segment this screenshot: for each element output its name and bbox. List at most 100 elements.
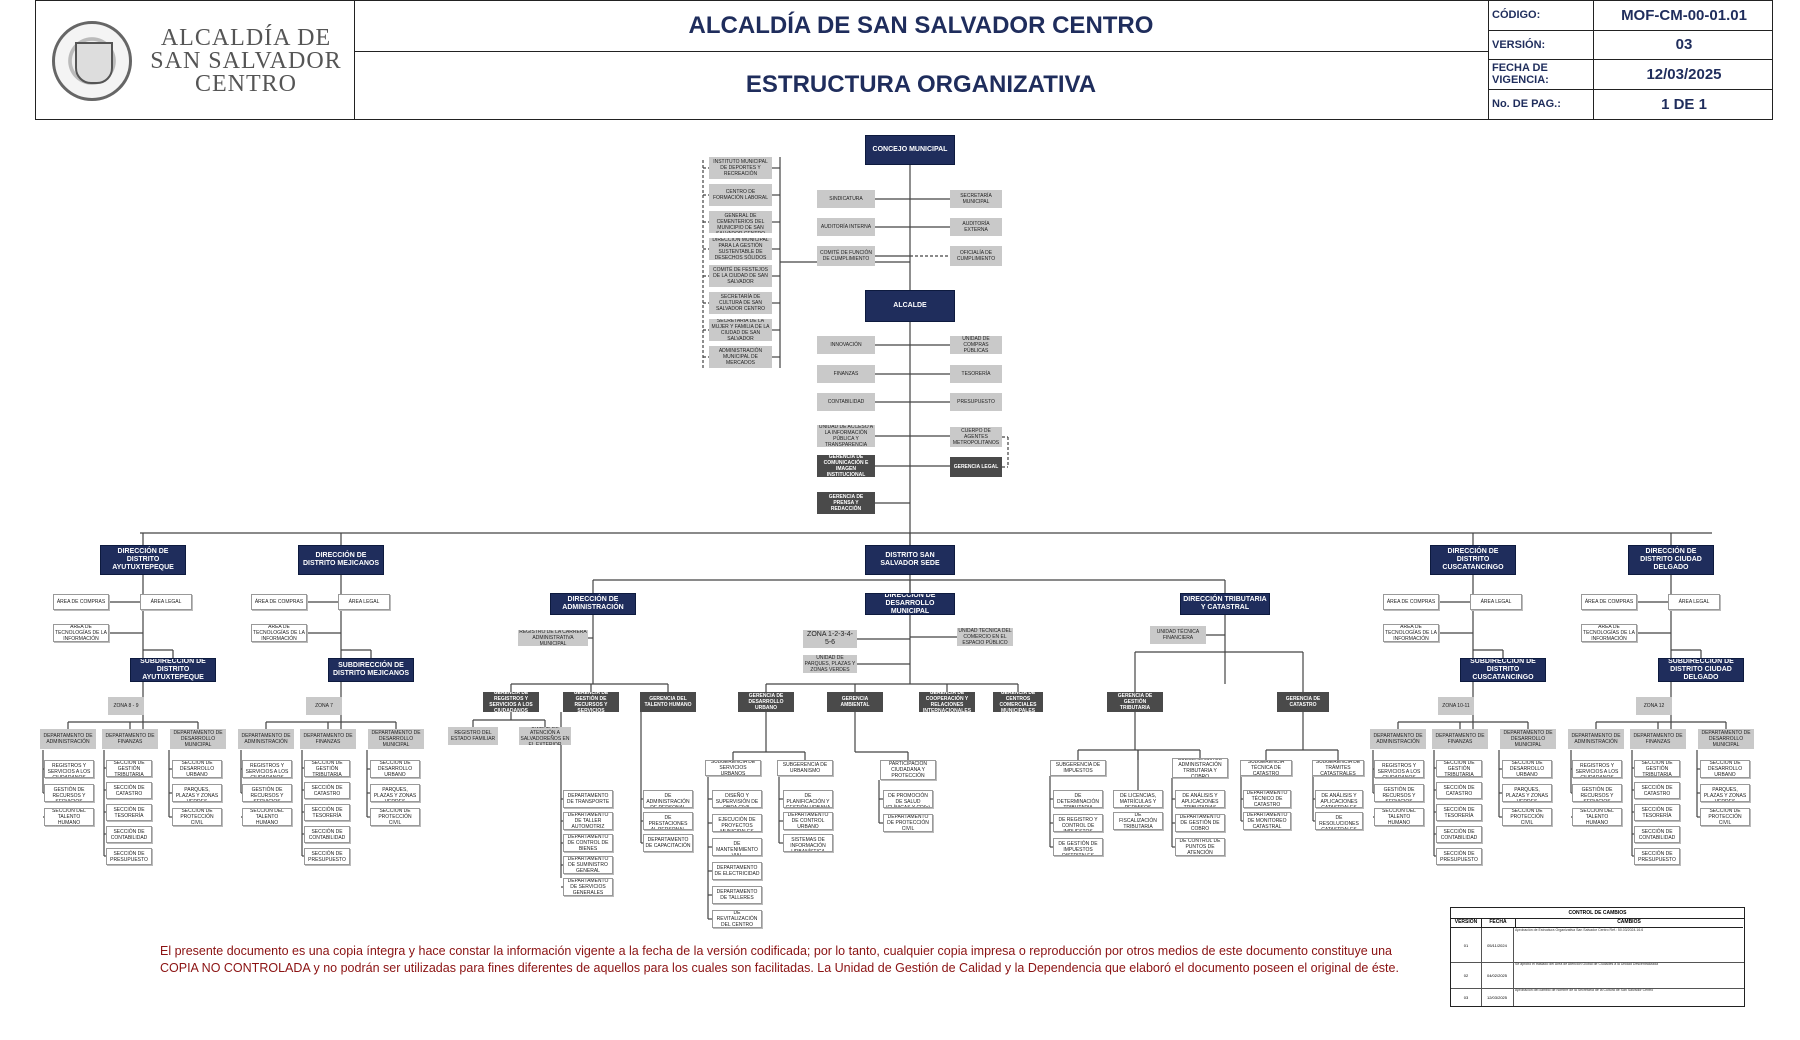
change-date: 05/11/2024 <box>1481 928 1514 962</box>
org-unit-dt2: DEPARTAMENTO DE PRESTACIONES AL PERSONAL <box>643 812 693 830</box>
org-unit-ti2: DEPARTAMENTO DE REGISTRO Y CONTROL DE IM… <box>1053 814 1103 832</box>
change-row: 02 04/02/2025 Se aprobó el traslado del … <box>1451 962 1744 989</box>
org-unit-cus-legal: ÁREA LEGAL <box>1470 594 1522 610</box>
org-unit-dt1: DEPARTAMENTO DE ADMINISTRACIÓN DE PERSON… <box>643 790 693 808</box>
org-unit-cd-d-fin: DEPARTAMENTO DE FINANZAS <box>1630 729 1686 749</box>
org-unit-mej-s4: SECCIÓN DE GESTIÓN TRIBUTARIA <box>304 760 350 777</box>
org-unit-ca3: DEPARTAMENTO DE ANÁLISIS Y APLICACIONES … <box>1315 790 1363 808</box>
meta-row-version: VERSIÓN: 03 <box>1489 30 1774 60</box>
org-unit-cus-d-des: DEPARTAMENTO DE DESARROLLO MUNICIPAL <box>1500 729 1556 749</box>
org-unit-sub-participacion: SUBGERENCIA DE PARTICIPACIÓN CIUDADANA Y… <box>880 760 936 780</box>
org-unit-ayu-s1: SECCIÓN DE REGISTROS Y SERVICIOS A LOS C… <box>44 760 94 778</box>
org-unit-ger-legal: GERENCIA LEGAL <box>950 457 1002 477</box>
org-unit-sub-catastro: SUBGERENCIA TÉCNICA DE CATASTRO <box>1240 760 1292 776</box>
meta-value: 12/03/2025 <box>1593 60 1774 89</box>
org-unit-da2: DEPARTAMENTO DE TALLER AUTOMOTRIZ <box>563 812 613 830</box>
org-unit-cd-s10: SECCIÓN DE PARQUES, PLAZAS Y ZONAS VERDE… <box>1700 784 1750 802</box>
org-unit-dir-tributaria: DIRECCIÓN TRIBUTARIA Y CATASTRAL <box>1180 593 1270 615</box>
org-unit-ayu-d-fin: DEPARTAMENTO DE FINANZAS <box>102 729 158 749</box>
org-unit-ayu-s5: SECCIÓN DE CATASTRO <box>106 782 152 799</box>
org-unit-cd-s7: SECCIÓN DE CONTABILIDAD <box>1634 826 1680 843</box>
org-unit-cd-s1: SECCIÓN DE REGISTROS Y SERVICIOS A LOS C… <box>1572 760 1622 778</box>
document-meta: CÓDIGO: MOF-CM-00-01.01 VERSIÓN: 03 FECH… <box>1488 1 1773 119</box>
org-unit-dub1: DEPARTAMENTO DE PLANIFICACIÓN Y GESTIÓN … <box>783 790 833 808</box>
org-unit-sec-mujer: SECRETARÍA DE LA MUJER Y FAMILIA DE LA C… <box>709 319 772 341</box>
org-unit-ayu-s2: SECCIÓN DE GESTIÓN DE RECURSOS Y SERVICI… <box>44 784 94 802</box>
org-unit-admin-mercados: ADMINISTRACIÓN MUNICIPAL DE MERCADOS <box>709 346 772 368</box>
org-unit-mej-s10: SECCIÓN DE PARQUES, PLAZAS Y ZONAS VERDE… <box>370 784 420 802</box>
org-unit-du2: DEPTO. DE EJECUCIÓN DE PROYECTOS MUNICIP… <box>712 814 762 832</box>
org-unit-ger-comunicacion: GERENCIA DE COMUNICACIÓN E IMAGEN INSTIT… <box>817 455 875 477</box>
org-unit-ti1: DEPARTAMENTO DE DETERMINACIÓN TRIBUTARIA <box>1053 790 1103 808</box>
org-unit-mej-s11: SECCIÓN DE PROTECCIÓN CIVIL <box>370 808 420 826</box>
org-unit-ger-registros: GERENCIA DE REGISTROS Y SERVICIOS A LOS … <box>483 692 539 712</box>
org-unit-cus-d-adm: DEPARTAMENTO DE ADMINISTRACIÓN <box>1370 729 1426 749</box>
org-unit-comite-cumpl: COMITÉ DE FUNCIÓN DE CUMPLIMIENTO <box>817 246 875 266</box>
org-unit-ger-talento: GERENCIA DEL TALENTO HUMANO <box>640 692 696 712</box>
org-unit-dp2: DEPARTAMENTO DE PROTECCIÓN CIVIL <box>883 814 933 832</box>
org-unit-cus-s1: SECCIÓN DE REGISTROS Y SERVICIOS A LOS C… <box>1374 760 1424 778</box>
org-unit-sub-tramites: SUBGERENCIA DE TRÁMITES CATASTRALES <box>1312 760 1364 776</box>
org-unit-mej-tic: ÁREA DE TECNOLOGÍAS DE LA INFORMACIÓN <box>251 624 307 642</box>
org-unit-cd-s8: SECCIÓN DE PRESUPUESTO <box>1634 848 1680 865</box>
org-unit-cd-s2: SECCIÓN DE GESTIÓN DE RECURSOS Y SERVICI… <box>1572 784 1622 802</box>
org-unit-registro-familiar: REGISTRO DEL ESTADO FAMILIAR <box>448 727 498 745</box>
org-unit-mej-s2: SECCIÓN DE GESTIÓN DE RECURSOS Y SERVICI… <box>242 784 292 802</box>
org-unit-sub-cd: SUBDIRECCIÓN DE DISTRITO CIUDAD DELGADO <box>1658 658 1744 682</box>
meta-row-pages: No. DE PAG.: 1 DE 1 <box>1489 89 1773 119</box>
org-unit-dd-cus: DIRECCIÓN DE DISTRITO CUSCATANCINGO <box>1430 545 1516 575</box>
org-unit-ayu-tic: ÁREA DE TECNOLOGÍAS DE LA INFORMACIÓN <box>53 624 109 642</box>
org-unit-ayu-s3: SECCIÓN DEL TALENTO HUMANO <box>44 808 94 826</box>
org-unit-cd-s6: SECCIÓN DE TESORERÍA <box>1634 804 1680 821</box>
org-unit-ger-centros: GERENCIA DE CENTROS COMERCIALES MUNICIPA… <box>993 692 1043 712</box>
column-header: VERSIÓN <box>1451 918 1482 928</box>
change-row: 01 05/11/2024 Aprobación de Estructura O… <box>1451 928 1744 963</box>
org-unit-alcalde: ALCALDE <box>865 290 955 322</box>
org-unit-tc1: DEPARTAMENTO DE ANÁLISIS Y APLICACIONES … <box>1175 790 1225 808</box>
org-unit-sub-urbanismo: SUBGERENCIA DE URBANISMO <box>777 760 833 776</box>
org-unit-ayu-zona: ZONA 8 - 9 <box>108 697 144 715</box>
org-unit-mej-s6: SECCIÓN DE TESORERÍA <box>304 804 350 821</box>
org-unit-unidad-parques: UNIDAD DE PARQUES, PLAZAS Y ZONAS VERDES <box>803 655 857 673</box>
org-unit-aud-externa: AUDITORÍA EXTERNA <box>950 218 1002 236</box>
org-unit-sub-servicios: SUBGERENCIA DE SERVICIOS URBANOS <box>705 760 761 776</box>
org-unit-cus-d-fin: DEPARTAMENTO DE FINANZAS <box>1432 729 1488 749</box>
change-date: 04/02/2025 <box>1481 962 1514 988</box>
org-unit-cd-tic: ÁREA DE TECNOLOGÍAS DE LA INFORMACIÓN <box>1581 624 1637 642</box>
org-unit-du5: DEPARTAMENTO DE TALLERES <box>712 886 762 904</box>
meta-value: 03 <box>1593 30 1774 59</box>
org-unit-ger-urbano: GERENCIA DE DESARROLLO URBANO <box>738 692 794 712</box>
org-unit-sub-mej: SUBDIRECCIÓN DE DISTRITO MEJICANOS <box>328 658 414 682</box>
document-header: ALCALDÍA DE SAN SALVADOR CENTRO ALCALDÍA… <box>35 0 1773 120</box>
org-unit-dp1: DEPARTAMENTO DE PROMOCIÓN DE SALUD (CLÍN… <box>883 790 933 808</box>
title-cell: ALCALDÍA DE SAN SALVADOR CENTRO ESTRUCTU… <box>354 1 1488 119</box>
org-unit-tesoreria: TESORERÍA <box>950 365 1002 383</box>
org-unit-cus-s8: SECCIÓN DE PRESUPUESTO <box>1436 848 1482 865</box>
change-version: 01 <box>1451 928 1482 962</box>
change-date: 12/03/2025 <box>1481 988 1514 1006</box>
change-control-title: CONTROL DE CAMBIOS <box>1451 908 1744 919</box>
change-text: Aprobación de Estructura Organizativa Sa… <box>1515 928 1644 932</box>
column-header: FECHA <box>1481 918 1516 928</box>
org-unit-mej-s7: SECCIÓN DE CONTABILIDAD <box>304 826 350 843</box>
org-unit-ayu-s10: SECCIÓN DE PARQUES, PLAZAS Y ZONAS VERDE… <box>172 784 222 802</box>
org-unit-ger-trib: GERENCIA DE GESTIÓN TRIBUTARIA <box>1107 692 1163 712</box>
org-unit-innovacion: INNOVACIÓN <box>817 336 875 354</box>
org-unit-cus-s4: SECCIÓN DE GESTIÓN TRIBUTARIA <box>1436 760 1482 777</box>
org-unit-tl1: DEPARTAMENTO DE FISCALIZACIÓN TRIBUTARIA… <box>1113 812 1163 830</box>
org-unit-aud-interna: AUDITORÍA INTERNA <box>817 218 875 236</box>
org-unit-cd-d-des: DEPARTAMENTO DE DESARROLLO MUNICIPAL <box>1698 729 1754 749</box>
org-unit-ayu-d-des: DEPARTAMENTO DE DESARROLLO MUNICIPAL <box>170 729 226 749</box>
org-unit-ger-ambiental: GERENCIA AMBIENTAL <box>827 692 883 712</box>
disclaimer-note: El presente documento es una copia ínteg… <box>160 944 1399 975</box>
org-unit-sub-cus: SUBDIRECCIÓN DE DISTRITO CUSCATANCINGO <box>1460 658 1546 682</box>
org-unit-uaip: UNIDAD DE ACCESO A LA INFORMACIÓN PÚBLIC… <box>817 425 875 447</box>
org-unit-ayu-s6: SECCIÓN DE TESORERÍA <box>106 804 152 821</box>
org-unit-secretaria-mun: SECRETARÍA MUNICIPAL <box>950 190 1002 208</box>
org-unit-ayu-s11: SECCIÓN DE PROTECCIÓN CIVIL <box>172 808 222 826</box>
org-unit-sub-ayu: SUBDIRECCIÓN DE DISTRITO AYUTUXTEPEQUE <box>130 658 216 682</box>
org-unit-mej-s1: SECCIÓN DE REGISTROS Y SERVICIOS A LOS C… <box>242 760 292 778</box>
org-unit-cus-s10: SECCIÓN DE PARQUES, PLAZAS Y ZONAS VERDE… <box>1502 784 1552 802</box>
org-unit-cd-s11: SECCIÓN DE PROTECCIÓN CIVIL <box>1700 808 1750 826</box>
meta-row-date: FECHA DE VIGENCIA: 12/03/2025 <box>1489 60 1773 90</box>
